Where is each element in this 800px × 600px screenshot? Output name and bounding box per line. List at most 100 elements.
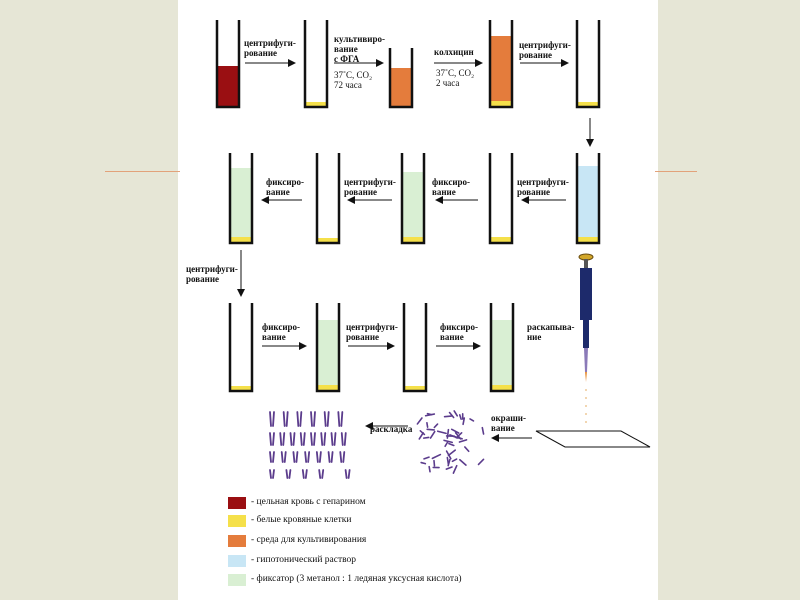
chromosome	[423, 456, 430, 460]
label-centrifuge-5: центрифуги- рование	[186, 264, 238, 284]
karyotype-chromosome	[299, 432, 303, 446]
chromosome	[433, 423, 439, 429]
label-cultivation: культивиро- вание с ФГА	[334, 34, 385, 64]
chromosome	[450, 428, 460, 434]
chromosome	[458, 414, 462, 420]
karyotype-chromosome	[302, 432, 306, 446]
legend-text-cells: - белые кровяные клетки	[251, 515, 352, 525]
karyotype-chromosome	[343, 432, 347, 446]
karyotype-chromosome	[337, 411, 341, 427]
karyotype-chromosome	[285, 411, 289, 427]
label-cultivation-conditions: 37˚С, СО₂ 72 часа	[334, 70, 373, 90]
karyotype-chromosome	[292, 451, 296, 463]
chromosome	[446, 428, 450, 439]
chromosome	[469, 418, 475, 422]
tube-fixed-4	[489, 303, 515, 393]
chromosome	[418, 432, 424, 440]
karyotype-chromosome	[282, 411, 286, 427]
karyotype-chromosome	[330, 432, 334, 446]
karyotype-layout	[269, 411, 351, 479]
label-fixation-1: фиксиро- вание	[432, 177, 471, 197]
label-centrifuge-1: центрифуги- рование	[244, 38, 296, 58]
karyotype-chromosome	[269, 469, 272, 479]
tube-fixed-1	[400, 153, 426, 245]
label-centrifuge-3: центрифуги- рование	[517, 177, 569, 197]
tube-centrifuged-6	[402, 303, 428, 393]
karyotype-chromosome	[301, 469, 305, 479]
tube-centrifuged-2	[575, 20, 601, 109]
label-layout: раскладка	[370, 424, 413, 434]
chromosome	[452, 464, 458, 474]
label-centrifuge-2: центрифуги- рование	[519, 40, 571, 60]
karyotype-chromosome	[288, 469, 292, 479]
chromosome	[449, 434, 459, 439]
karyotype-chromosome	[269, 432, 272, 446]
label-fixation-4: фиксиро- вание	[440, 322, 479, 342]
chromosome	[419, 430, 426, 436]
karyotype-chromosome	[279, 432, 283, 446]
karyotype-chromosome	[327, 451, 331, 463]
chromosome	[444, 440, 449, 448]
chromosome	[426, 428, 435, 431]
karyotype-chromosome	[313, 411, 316, 427]
karyotype-chromosome	[313, 432, 316, 446]
karyotype-chromosome	[315, 451, 319, 463]
karyotype-chromosome	[272, 451, 275, 463]
label-dropping: раскапыва- ние	[527, 322, 575, 342]
karyotype-chromosome	[304, 469, 308, 479]
chromosome	[443, 415, 453, 418]
tube-centrifuged-1	[303, 20, 329, 109]
legend-swatch-medium	[228, 535, 246, 547]
tube-hypotonic	[575, 153, 601, 245]
karyotype-chromosome	[318, 451, 322, 463]
label-centrifuge-6: центрифуги- рование	[346, 322, 398, 342]
label-centrifuge-4: центрифуги- рование	[344, 177, 396, 197]
tube-fixed-2	[228, 153, 254, 245]
legend-text-fixative: - фиксатор (3 метанол : 1 ледяная уксусн…	[251, 574, 462, 584]
karyotype-chromosome	[269, 451, 272, 463]
karyotype-chromosome	[283, 451, 287, 463]
karyotype-chromosome	[269, 411, 272, 427]
karyotype-chromosome	[296, 411, 300, 427]
tube-centrifuged-4	[315, 153, 341, 245]
karyotype-chromosome	[323, 432, 327, 446]
chromosome	[477, 458, 485, 466]
legend-swatch-fixative	[228, 574, 246, 586]
chromosome	[464, 446, 470, 453]
chromosome	[426, 421, 429, 428]
chromosome	[453, 410, 459, 417]
glass-slide-icon	[535, 430, 651, 448]
karyotype-chromosome	[326, 411, 330, 427]
chromosome	[428, 465, 431, 473]
karyotype-chromosome	[304, 451, 308, 463]
chromosome	[446, 456, 450, 465]
tube-blood	[215, 20, 241, 109]
legend-swatch-blood	[228, 497, 246, 509]
karyotype-chromosome	[272, 411, 275, 427]
chromosome	[429, 430, 436, 439]
chromosome	[448, 442, 455, 447]
karyotype-chromosome	[280, 451, 284, 463]
karyotype-chromosome	[285, 469, 289, 479]
accent-line-right	[655, 171, 697, 172]
label-fixation-3: фиксиро- вание	[262, 322, 301, 342]
tube-centrifuged-5	[228, 303, 254, 393]
right-margin	[658, 0, 800, 600]
karyotype-chromosome	[339, 451, 343, 463]
chromosome	[426, 412, 433, 416]
chromosome	[416, 417, 423, 425]
karyotype-chromosome	[292, 432, 296, 446]
karyotype-chromosome	[289, 432, 293, 446]
karyotype-chromosome	[342, 451, 346, 463]
legend-swatch-cells	[228, 515, 246, 527]
karyotype-chromosome	[282, 432, 286, 446]
tube-colchicine	[488, 20, 514, 109]
chromosome	[447, 458, 451, 467]
tube-fixed-3	[315, 303, 341, 393]
karyotype-chromosome	[295, 451, 299, 463]
chromosome	[459, 458, 467, 466]
chromosome	[436, 430, 447, 435]
karyotype-chromosome	[310, 411, 313, 427]
chromosome	[422, 436, 430, 439]
chromosome	[447, 449, 457, 457]
